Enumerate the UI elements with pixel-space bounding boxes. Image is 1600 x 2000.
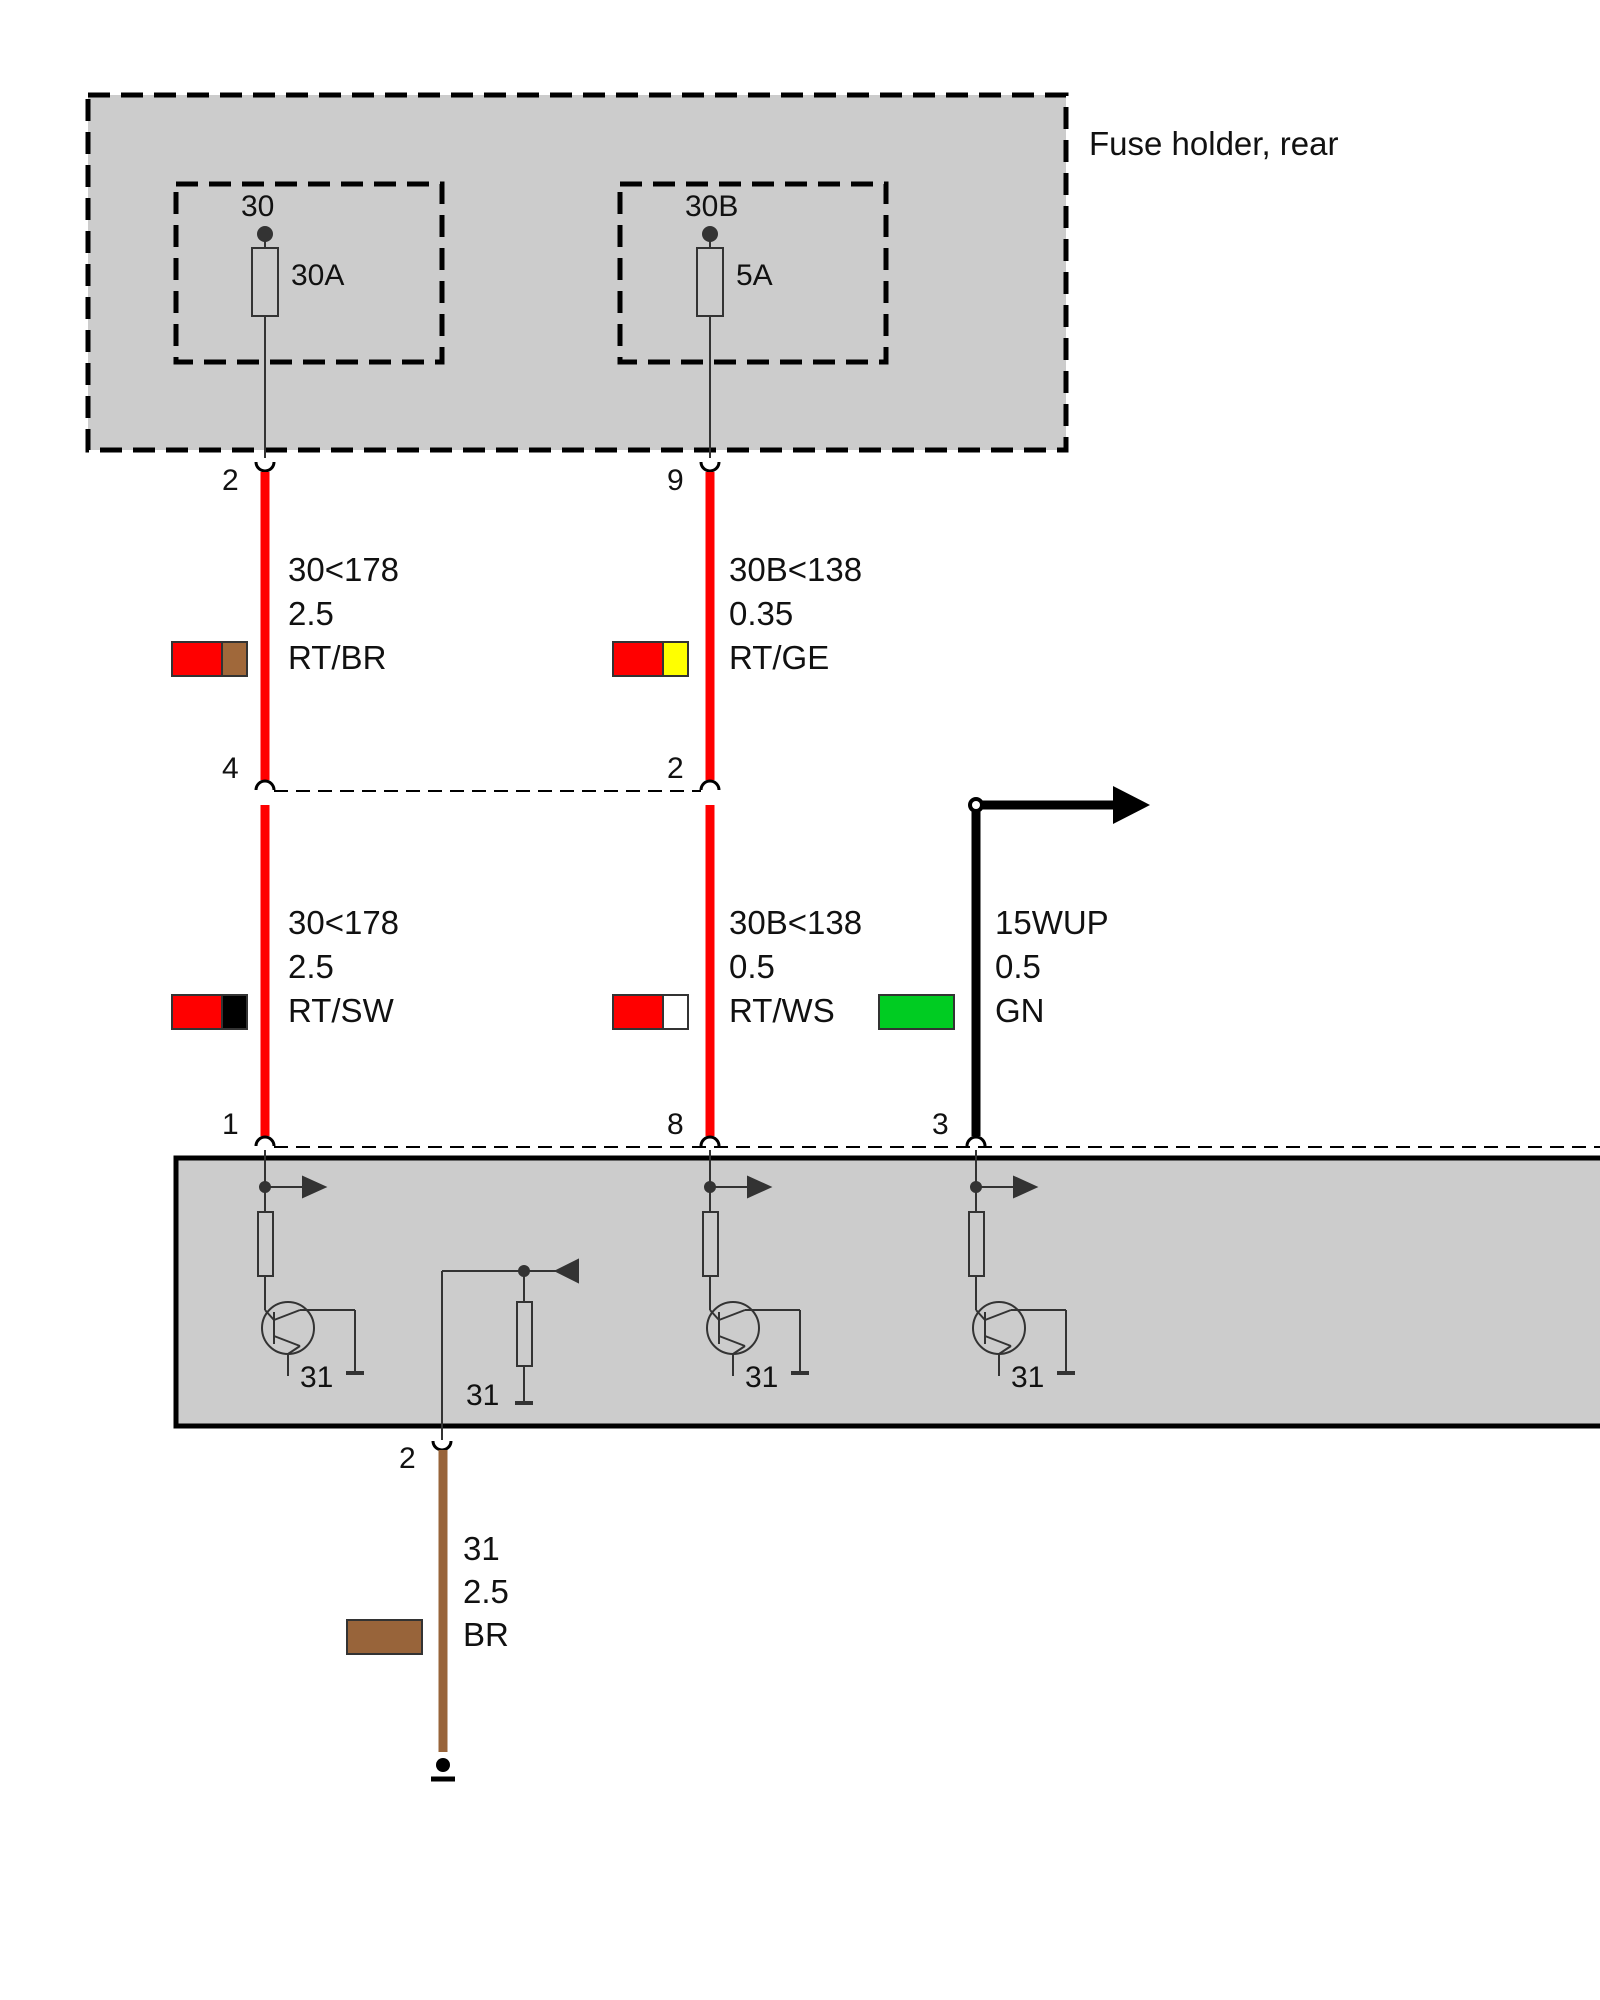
wire-signal: 30<178 bbox=[288, 551, 399, 588]
fuse-30[interactable]: 30 30A bbox=[173, 181, 445, 458]
wire-signal: 30<178 bbox=[288, 904, 399, 941]
wire-15wup-arrow-icon bbox=[1113, 786, 1150, 824]
wire-color-code: RT/BR bbox=[288, 639, 386, 676]
wire-size: 2.5 bbox=[288, 595, 334, 632]
pin-module-in-b: 8 bbox=[667, 1108, 684, 1141]
pin-mid-a: 4 bbox=[222, 752, 239, 785]
fuse-30b-rating: 5A bbox=[736, 259, 773, 292]
lower-wire-segment: 30<178 2.5 RT/SW 30B<138 0.5 RT/WS 15WUP… bbox=[171, 786, 1150, 1136]
pin-module-in-a: 1 bbox=[222, 1108, 239, 1141]
wire-size: 2.5 bbox=[463, 1573, 509, 1610]
control-module-box bbox=[173, 1155, 1600, 1429]
wire-signal: 30B<138 bbox=[729, 904, 862, 941]
wire-size: 0.5 bbox=[729, 948, 775, 985]
wire-color-code: GN bbox=[995, 992, 1045, 1029]
color-swatch-main bbox=[612, 994, 664, 1030]
mid-connector-mark-a-top bbox=[254, 779, 276, 791]
wire-signal: 30B<138 bbox=[729, 551, 862, 588]
color-swatch-stripe bbox=[221, 994, 248, 1030]
pin-module-in-c: 3 bbox=[932, 1108, 949, 1141]
fuse-30b[interactable]: 30B 5A bbox=[617, 181, 889, 458]
pin-fuse-out-b: 9 bbox=[667, 464, 684, 497]
signal-arrow-icon bbox=[302, 1175, 328, 1199]
pin-mid-b: 2 bbox=[667, 752, 684, 785]
ground-wire-segment: 2 31 2.5 BR bbox=[346, 1440, 509, 1782]
ground-label: 31 bbox=[300, 1361, 333, 1394]
ground-label: 31 bbox=[466, 1379, 499, 1412]
fuse-30-element bbox=[251, 247, 279, 317]
wire-size: 2.5 bbox=[288, 948, 334, 985]
pin-fuse-out-a: 2 bbox=[222, 464, 239, 497]
color-swatch-stripe bbox=[662, 994, 689, 1030]
resistor-icon bbox=[968, 1211, 985, 1277]
wire-color-code: RT/WS bbox=[729, 992, 835, 1029]
color-swatch-stripe bbox=[221, 641, 248, 677]
connector-module-ground bbox=[431, 1440, 453, 1452]
fuse-30b-terminal: 30B bbox=[685, 190, 738, 223]
mid-connector[interactable]: 4 2 bbox=[222, 752, 721, 792]
connector-fuse-out-b bbox=[699, 461, 721, 473]
resistor-icon bbox=[702, 1211, 719, 1277]
ground-reference-stage bbox=[441, 1258, 579, 1440]
color-swatch-main bbox=[171, 994, 223, 1030]
module-connector-mark-b bbox=[699, 1135, 721, 1147]
input-stage-2 bbox=[702, 1150, 809, 1376]
wire-size: 0.5 bbox=[995, 948, 1041, 985]
pin-module-ground: 2 bbox=[399, 1442, 416, 1475]
ground-label: 31 bbox=[1011, 1361, 1044, 1394]
wire-color-code: RT/SW bbox=[288, 992, 395, 1029]
color-swatch-stripe bbox=[662, 641, 689, 677]
wire-signal: 15WUP bbox=[995, 904, 1109, 941]
fuse-30-rating: 30A bbox=[291, 259, 344, 292]
fuse-30b-element bbox=[696, 247, 724, 317]
wire-color-code: BR bbox=[463, 1616, 509, 1653]
wire-color-code: RT/GE bbox=[729, 639, 829, 676]
fuse-30-terminal: 30 bbox=[241, 190, 274, 223]
signal-arrow-icon bbox=[553, 1258, 579, 1284]
module-connector-mark-a bbox=[254, 1135, 276, 1147]
mid-connector-mark-b-top bbox=[699, 779, 721, 791]
fuse-holder: Fuse holder, rear 30 30A 30B 5A bbox=[85, 92, 1338, 458]
fuse-30b-box bbox=[617, 181, 889, 365]
fuse-30-box bbox=[173, 181, 445, 365]
fuse-holder-box bbox=[85, 92, 1069, 453]
resistor-icon bbox=[516, 1301, 533, 1367]
color-swatch-main bbox=[612, 641, 664, 677]
connector-fuse-out-a bbox=[254, 461, 276, 473]
module-connector-mark-c bbox=[965, 1135, 987, 1147]
fuse-holder-label: Fuse holder, rear bbox=[1089, 125, 1338, 162]
resistor-icon bbox=[257, 1211, 274, 1277]
signal-arrow-icon bbox=[1013, 1175, 1039, 1199]
control-module[interactable]: 1 8 3 31 bbox=[173, 1108, 1600, 1440]
color-swatch-main bbox=[346, 1619, 423, 1655]
wire-signal: 31 bbox=[463, 1530, 500, 1567]
color-swatch-main bbox=[878, 994, 955, 1030]
ground-point-dot bbox=[436, 1758, 450, 1772]
input-stage-1 bbox=[257, 1150, 364, 1376]
color-swatch-main bbox=[171, 641, 223, 677]
upper-wire-segment: 2 9 30<178 2.5 RT/BR 30B<138 0.35 RT/GE bbox=[171, 461, 862, 780]
signal-arrow-icon bbox=[747, 1175, 773, 1199]
ground-label: 31 bbox=[745, 1361, 778, 1394]
input-stage-3 bbox=[968, 1150, 1075, 1376]
wire-size: 0.35 bbox=[729, 595, 793, 632]
